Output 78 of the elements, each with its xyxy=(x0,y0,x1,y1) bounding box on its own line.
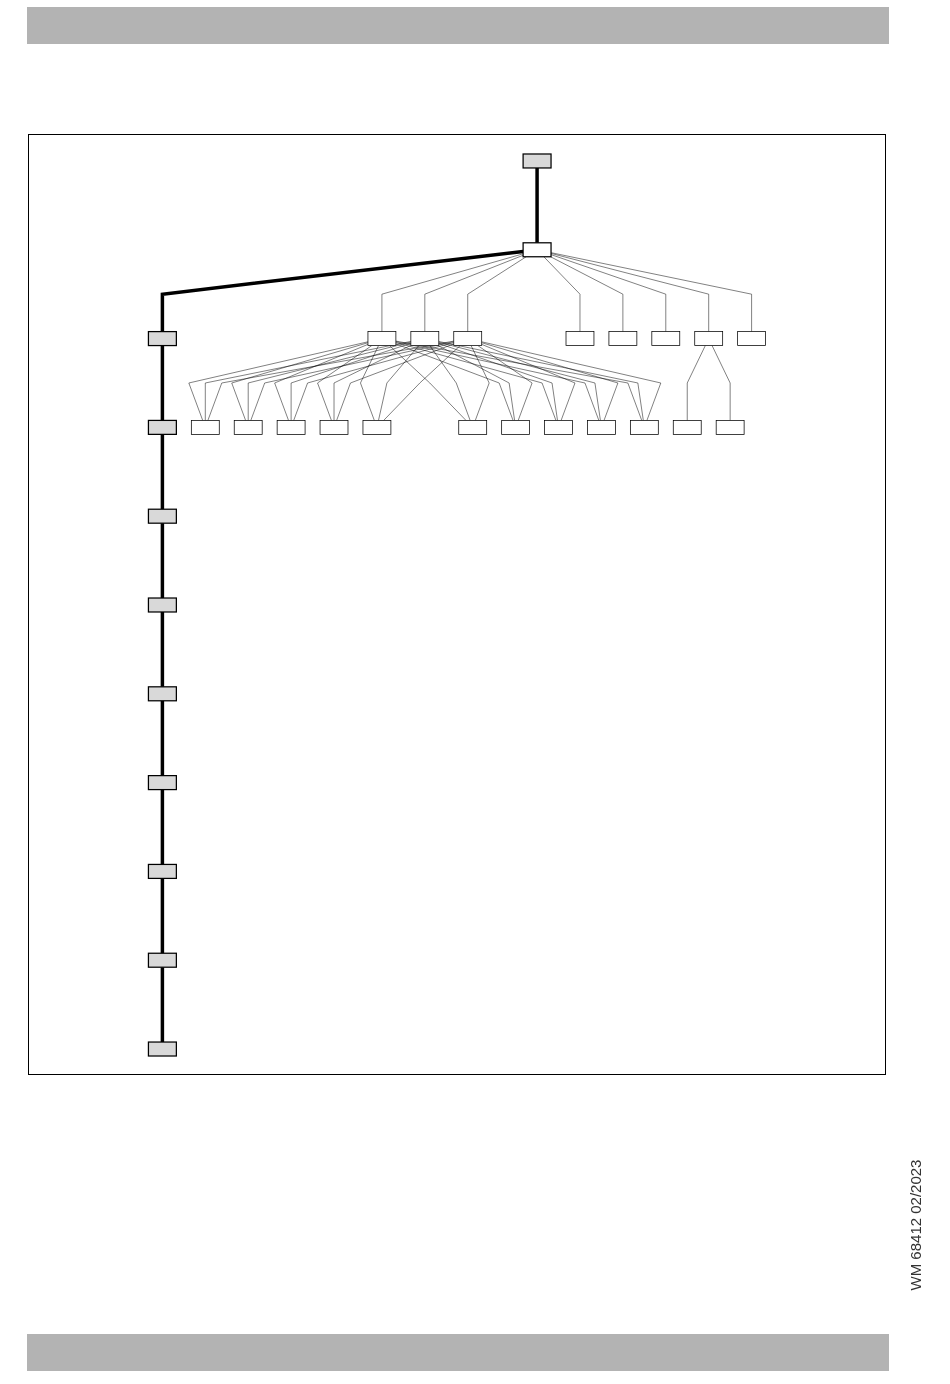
connector xyxy=(290,342,412,421)
connector xyxy=(160,612,165,687)
connector xyxy=(274,344,369,421)
node-box xyxy=(147,597,177,613)
node-box xyxy=(147,330,177,347)
connector xyxy=(395,340,642,421)
node-box xyxy=(453,331,483,346)
connector xyxy=(317,345,373,421)
node-box xyxy=(147,952,177,968)
connector xyxy=(333,345,412,421)
node-box xyxy=(522,153,552,169)
node-box xyxy=(190,420,220,435)
connector xyxy=(438,341,644,421)
connector xyxy=(205,341,412,421)
connector xyxy=(207,340,454,421)
connector xyxy=(687,345,706,421)
connector xyxy=(550,252,752,332)
connector xyxy=(395,341,600,421)
connector xyxy=(535,167,539,243)
node-box xyxy=(147,775,177,791)
connector xyxy=(438,342,601,421)
connector xyxy=(160,523,165,598)
connector xyxy=(550,254,667,332)
connector xyxy=(470,345,490,421)
connector xyxy=(424,255,524,332)
connector xyxy=(550,256,624,332)
connector xyxy=(481,341,662,421)
node-box xyxy=(147,863,177,880)
node-box xyxy=(147,508,177,524)
connector xyxy=(381,253,524,332)
node-box xyxy=(651,331,681,346)
connector xyxy=(481,342,619,421)
connector xyxy=(247,341,412,421)
connector xyxy=(437,345,515,421)
node-box xyxy=(587,420,616,435)
node-box xyxy=(147,419,177,435)
connector xyxy=(160,967,165,1043)
connector xyxy=(550,253,709,332)
connector xyxy=(336,343,454,421)
node-box xyxy=(410,331,440,346)
node-box xyxy=(737,331,766,346)
document-number: WM 68412 02/2023 xyxy=(906,1159,924,1291)
connector xyxy=(250,341,454,421)
node-box xyxy=(501,420,530,435)
connector xyxy=(438,343,558,421)
node-box xyxy=(544,420,573,435)
connector xyxy=(481,344,576,421)
node-box xyxy=(565,331,595,346)
node-box xyxy=(319,420,349,435)
connector xyxy=(160,249,524,332)
node-box xyxy=(630,420,659,435)
node-box xyxy=(367,331,397,346)
connector xyxy=(543,256,581,332)
node-box xyxy=(362,420,392,435)
node-box xyxy=(233,420,263,435)
connector xyxy=(160,434,165,510)
node-box xyxy=(458,420,488,435)
connector xyxy=(293,342,454,421)
connector xyxy=(477,345,533,421)
connector xyxy=(467,256,527,332)
node-box xyxy=(694,331,724,346)
node-box xyxy=(147,1041,177,1057)
node-box xyxy=(276,420,306,435)
connector xyxy=(160,700,165,776)
connector xyxy=(160,345,165,421)
connector xyxy=(360,345,379,421)
node-box xyxy=(522,242,552,258)
node-box xyxy=(715,420,745,435)
node-box xyxy=(672,420,702,435)
node-box xyxy=(608,331,638,346)
connector xyxy=(160,878,165,954)
connector xyxy=(429,345,471,421)
connector xyxy=(188,341,369,421)
connector xyxy=(711,345,731,421)
connector xyxy=(160,789,165,865)
connector xyxy=(378,345,420,421)
node-box xyxy=(147,686,177,702)
connector xyxy=(231,342,369,421)
